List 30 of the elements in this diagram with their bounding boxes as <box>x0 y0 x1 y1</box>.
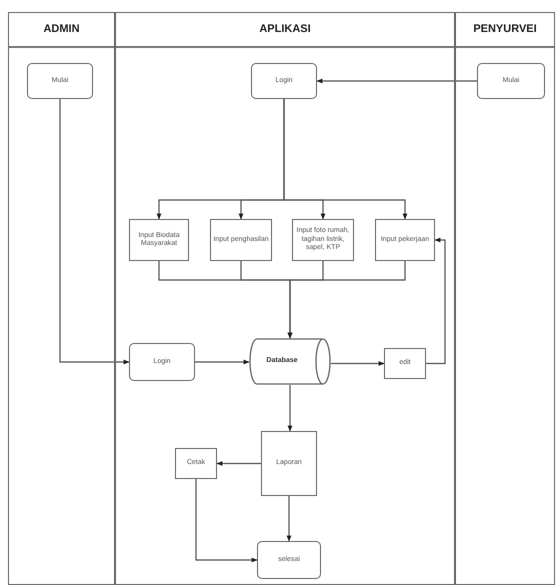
lane-heading: PENYURVEI <box>456 13 554 48</box>
rounded-box <box>477 63 545 99</box>
lane-heading: ADMIN <box>9 13 114 48</box>
arrow <box>286 496 292 542</box>
arrow <box>195 479 258 562</box>
arrow <box>288 385 292 432</box>
arrow <box>216 461 261 466</box>
swimlane <box>8 12 115 585</box>
arrow <box>283 99 408 220</box>
process-box <box>375 219 435 261</box>
arrow <box>426 238 446 364</box>
arrow <box>195 360 250 364</box>
rounded-box <box>129 343 195 381</box>
arrow <box>288 261 406 339</box>
lane-heading: APLIKASI <box>116 13 454 48</box>
process-box <box>210 219 272 261</box>
rounded-box <box>257 541 321 579</box>
swimlane <box>455 12 555 585</box>
process-box <box>292 219 354 261</box>
rounded-box <box>27 63 93 99</box>
database-cylinder <box>249 338 331 385</box>
process-box <box>261 431 317 496</box>
process-box <box>129 219 189 261</box>
rounded-box <box>251 63 317 99</box>
arrow <box>59 99 130 364</box>
process-box <box>384 348 426 379</box>
swimlane <box>115 12 455 585</box>
arrow <box>331 361 385 366</box>
process-box <box>175 448 217 479</box>
arrow <box>316 78 477 84</box>
